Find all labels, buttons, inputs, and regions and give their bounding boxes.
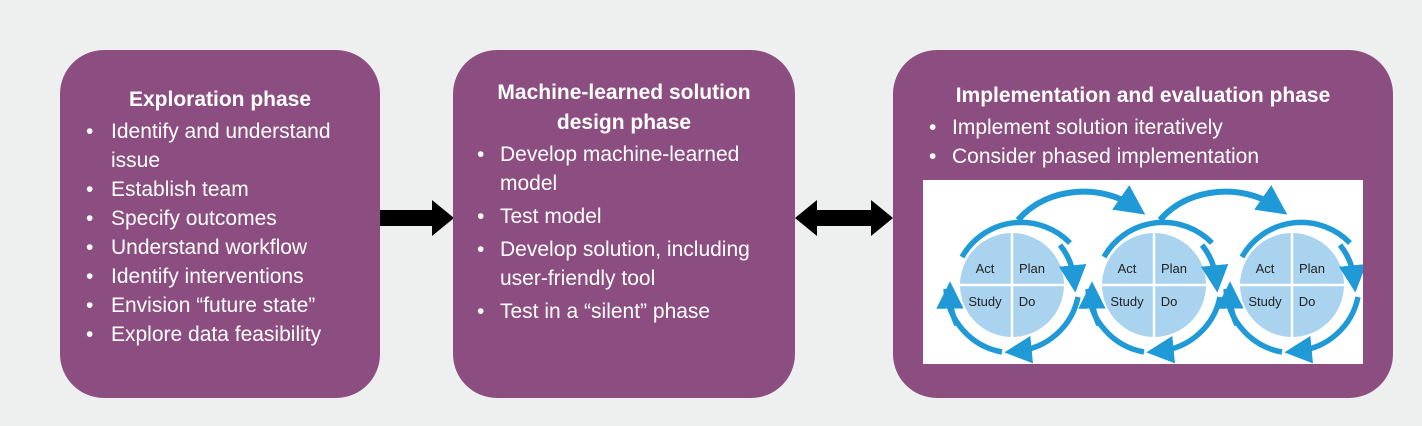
phase-bullet-list: Implement solution iteratively Consider …: [893, 113, 1393, 171]
phase-bullet-list: Identify and understand issue Establish …: [60, 117, 380, 349]
pdsa-plan-label: Plan: [1161, 261, 1187, 276]
list-item: Explore data feasibility: [60, 320, 380, 349]
pdsa-act-label: Act: [1118, 261, 1137, 276]
pdsa-study-label: Study: [968, 294, 1002, 309]
double-arrow-icon: [795, 200, 893, 236]
pdsa-study-label: Study: [1248, 294, 1282, 309]
list-item: Consider phased implementation: [893, 142, 1393, 171]
pdsa-cycle: Act Plan Study Do: [936, 219, 1087, 364]
phase-title: Machine-learned solution design phase: [497, 81, 751, 134]
pdsa-do-label: Do: [1161, 294, 1178, 309]
list-item: Identify and understand issue: [60, 117, 380, 175]
list-item: Understand workflow: [60, 233, 380, 262]
pdsa-study-label: Study: [1110, 294, 1144, 309]
pdsa-act-label: Act: [976, 261, 995, 276]
implementation-phase-box: Implementation and evaluation phase Impl…: [893, 50, 1393, 398]
cycle-link-arrow: [1015, 185, 1146, 223]
phase-title: Exploration phase: [128, 88, 312, 111]
right-arrow-icon: [380, 200, 454, 236]
list-item: Envision “future state”: [60, 291, 380, 320]
list-item: Identify interventions: [60, 262, 380, 291]
list-item: Test model: [453, 202, 795, 231]
phase-title: Implementation and evaluation phase: [955, 84, 1331, 107]
phase-bullet-list: Develop machine-learned model Test model…: [453, 140, 795, 326]
list-item: Develop machine-learned model: [453, 140, 795, 198]
pdsa-cycle: Act Plan Study Do: [1216, 219, 1363, 364]
solution-design-phase-box: Machine-learned solution design phase De…: [453, 50, 795, 398]
list-item: Establish team: [60, 175, 380, 204]
pdsa-plan-label: Plan: [1299, 261, 1325, 276]
pdsa-do-label: Do: [1019, 294, 1036, 309]
pdsa-cycle: Act Plan Study Do: [1078, 219, 1229, 364]
pdsa-cycles-diagram: Act Plan Study Do Act Plan Study Do: [923, 180, 1363, 364]
exploration-phase-box: Exploration phase Identify and understan…: [60, 50, 380, 398]
list-item: Implement solution iteratively: [893, 113, 1393, 142]
pdsa-plan-label: Plan: [1019, 261, 1045, 276]
list-item: Test in a “silent” phase: [453, 297, 795, 326]
pdsa-act-label: Act: [1256, 261, 1275, 276]
list-item: Develop solution, including user-friendl…: [453, 235, 795, 293]
pdsa-do-label: Do: [1299, 294, 1316, 309]
cycle-link-arrow: [1157, 185, 1288, 223]
list-item: Specify outcomes: [60, 204, 380, 233]
